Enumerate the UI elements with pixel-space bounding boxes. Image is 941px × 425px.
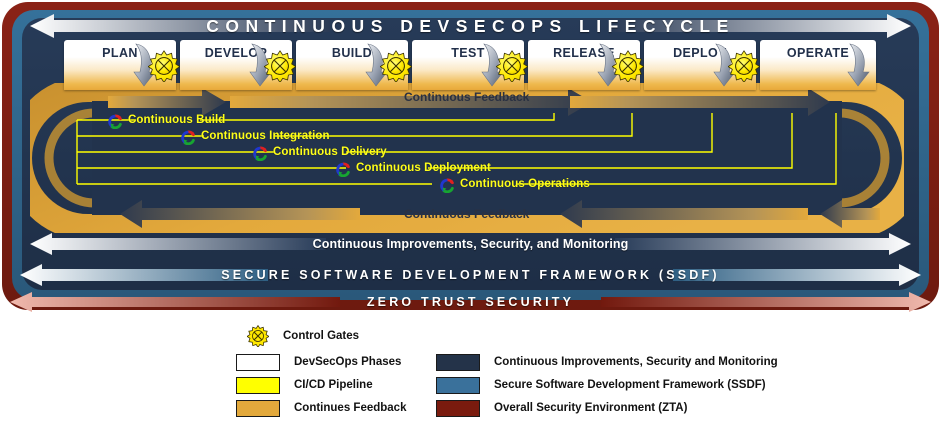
feedback-label-top: Continuous Feedback [404,90,530,104]
legend-swatch [436,376,480,394]
phase-label: DEPLOY [673,46,727,60]
legend-label: CI/CD Pipeline [294,379,373,391]
legend-label: Secure Software Development Framework (S… [494,379,766,391]
phase-label: PLAN [102,46,138,60]
refresh-cycle-icon [336,162,350,177]
devsecops-phases-row: PLAN DEVELOP BUILD TEST RELEASE DEPLOY O… [64,40,876,90]
band-label: Continuous Improvements, Security, and M… [312,237,629,251]
legend-item-ssdf: Secure Software Development Framework (S… [436,375,766,395]
control-gate-gear-icon[interactable] [264,50,296,82]
feedback-arrow-bottom-1 [120,200,360,228]
control-gate-gear-icon[interactable] [496,50,528,82]
control-gate-gear-icon[interactable] [612,50,644,82]
legend-item-continuous-improvements: Continuous Improvements, Security and Mo… [436,352,778,372]
legend-swatch [236,399,280,417]
legend: Control Gates DevSecOps Phases CI/CD Pip… [236,325,941,422]
gear-icon [247,325,269,347]
legend-swatch [436,353,480,371]
refresh-cycle-icon [181,130,195,145]
band-double-arrow-icon [30,233,911,255]
phase-operate[interactable]: OPERATE [760,40,876,90]
feedback-arrow-bottom-3 [820,200,880,228]
control-gate-gear-icon[interactable] [380,50,412,82]
band-double-arrow-icon [10,292,931,312]
legend-item-zta: Overall Security Environment (ZTA) [436,398,687,418]
legend-label: Control Gates [283,330,360,342]
feedback-arrow-top-2 [230,88,592,116]
legend-swatch [436,399,480,417]
cicd-pipeline-lines [76,113,837,185]
band-double-arrow-icon [20,264,921,286]
band-label: ZERO TRUST SECURITY [366,295,575,309]
control-gate-gear-icon[interactable] [148,50,180,82]
feedback-label-bottom: Continuous Feedback [404,207,530,221]
legend-item-cicd-pipeline: CI/CD Pipeline [236,375,373,395]
feedback-arrow-top-1 [108,88,226,116]
legend-item-continues-feedback: Continues Feedback [236,398,406,418]
continuous-feedback-track [30,83,904,233]
refresh-cycle-icon [253,146,267,161]
zero-trust-band: ZERO TRUST SECURITY [10,290,931,314]
cicd-pipeline-labels: Continuous Build Continuous Integration … [76,114,866,193]
title-double-arrow-icon [30,14,911,38]
legend-item-devsecops-phases: DevSecOps Phases [236,352,401,372]
refresh-cycle-icon [108,114,122,129]
pipeline-label-continuous-build: Continuous Build [128,114,226,126]
control-gate-gear-icon[interactable] [728,50,760,82]
legend-swatch [236,353,280,371]
pipeline-label-continuous-deployment: Continuous Deployment [356,162,491,174]
phase-label: TEST [451,46,485,60]
phase-label: RELEASE [553,46,615,60]
ssdf-band: SECURE SOFTWARE DEVELOPMENT FRAMEWORK (S… [20,262,921,288]
feedback-arrow-bottom-2 [560,200,808,228]
feedback-arrow-top-3 [570,88,830,116]
title-band: CONTINUOUS DEVSECOPS LIFECYCLE [30,11,911,41]
legend-label: Continues Feedback [294,402,407,414]
refresh-cycle-icon [440,178,454,193]
phase-label: DEVELOP [204,46,268,60]
legend-label: Overall Security Environment (ZTA) [494,402,688,414]
pipeline-label-continuous-operations: Continuous Operations [460,178,590,190]
page-title: CONTINUOUS DEVSECOPS LIFECYCLE [206,15,735,36]
band-label: SECURE SOFTWARE DEVELOPMENT FRAMEWORK (S… [221,268,720,282]
phase-label: OPERATE [786,46,850,60]
legend-label: DevSecOps Phases [294,356,402,368]
phase-label: BUILD [331,46,373,60]
pipeline-label-continuous-integration: Continuous Integration [201,130,330,142]
legend-item-control-gates: Control Gates [236,325,360,347]
legend-label: Continuous Improvements, Security and Mo… [494,356,778,368]
legend-swatch [236,376,280,394]
pipeline-label-continuous-delivery: Continuous Delivery [273,146,387,158]
continuous-improvements-band: Continuous Improvements, Security, and M… [30,231,911,257]
